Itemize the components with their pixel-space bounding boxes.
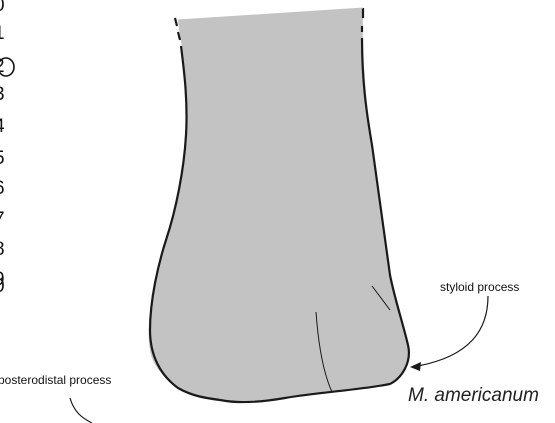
bone-shape	[149, 8, 409, 401]
label-posterodistal-process: posterodistal process	[0, 373, 111, 387]
styloid-arrow-line	[418, 296, 488, 366]
styloid-arrowhead-icon	[410, 362, 421, 371]
label-styloid-process: styloid process	[440, 280, 519, 294]
label-species: M. americanum	[408, 385, 539, 407]
posterodistal-arrow-line	[70, 398, 92, 423]
